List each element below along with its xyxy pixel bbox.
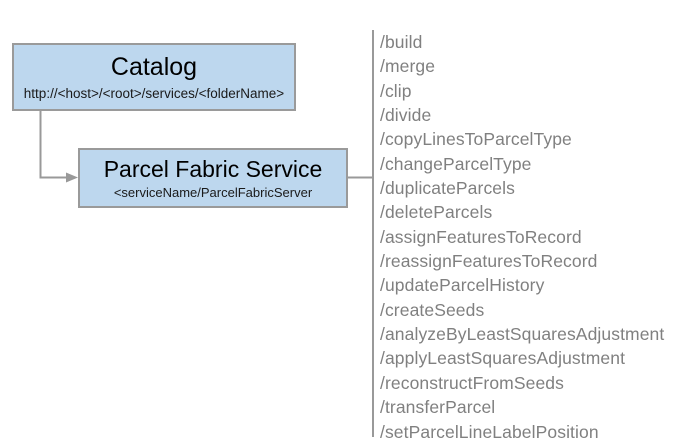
operation-item[interactable]: /changeParcelType <box>380 153 532 174</box>
catalog-to-service-arrowhead <box>66 172 78 183</box>
operation-item[interactable]: /assignFeaturesToRecord <box>380 226 582 247</box>
operations-list: /build/merge/clip/divide/copyLinesToParc… <box>380 30 686 444</box>
operation-item[interactable]: /duplicateParcels <box>380 178 515 199</box>
operation-item[interactable]: /analyzeByLeastSquaresAdjustment <box>380 324 665 345</box>
catalog-node-url: http://<host>/<root>/services/<folderNam… <box>23 85 285 101</box>
catalog-node[interactable]: Catalog http://<host>/<root>/services/<f… <box>12 43 296 111</box>
operation-item[interactable]: /merge <box>380 56 436 77</box>
operation-item[interactable]: /applyLeastSquaresAdjustment <box>380 348 626 369</box>
operation-item[interactable]: /clip <box>380 80 412 101</box>
operation-item[interactable]: /createSeeds <box>380 299 485 320</box>
parcel-fabric-service-node-path: <serviceName/ParcelFabricServer <box>113 184 313 200</box>
catalog-to-service-connector <box>39 111 67 179</box>
operation-item[interactable]: /build <box>380 32 423 52</box>
operation-item[interactable]: /copyLinesToParcelType <box>380 129 572 150</box>
operation-item[interactable]: /updateParcelHistory <box>380 275 545 296</box>
operation-item[interactable]: /reassignFeaturesToRecord <box>380 251 598 272</box>
operation-item[interactable]: /divide <box>380 105 432 126</box>
operation-item[interactable]: /transferParcel <box>380 397 496 418</box>
operation-item[interactable]: /reconstructFromSeeds <box>380 372 564 393</box>
operation-item[interactable]: /setParcelLineLabelPosition <box>380 421 599 442</box>
operation-item[interactable]: /deleteParcels <box>380 202 493 223</box>
catalog-node-title: Catalog <box>110 53 198 82</box>
parcel-fabric-service-node-title: Parcel Fabric Service <box>103 156 323 183</box>
parcel-fabric-service-node[interactable]: Parcel Fabric Service <serviceName/Parce… <box>78 148 348 208</box>
